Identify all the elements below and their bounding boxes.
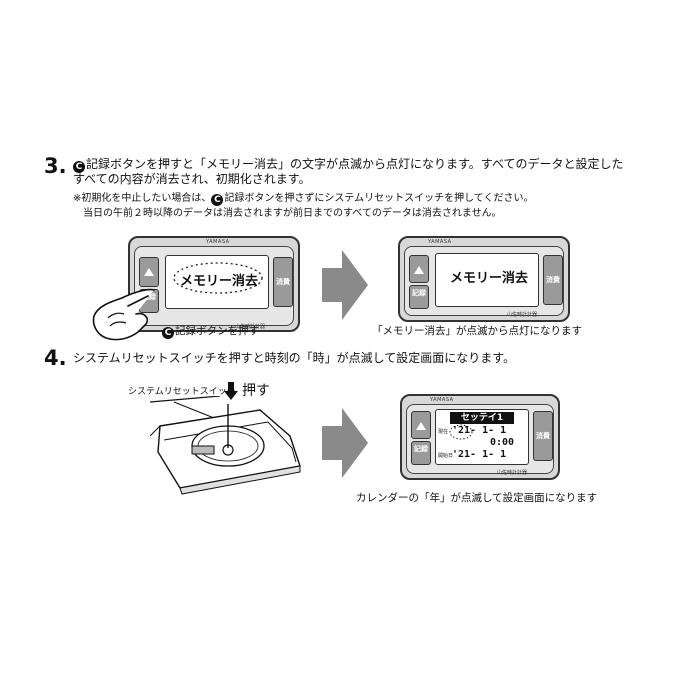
up-button [139, 257, 159, 287]
step3-line2: すべての内容が消去され、初期化されます。 [73, 172, 311, 186]
brand-label: YAMASA [430, 397, 454, 403]
side-button: 消費 [543, 255, 563, 305]
caption-right: 「メモリー消去」が点滅から点灯になります [372, 325, 582, 337]
side-label: 消費 [276, 278, 290, 286]
display-text: メモリー消去 [450, 271, 529, 286]
record-label: 記録 [414, 445, 428, 453]
side-button: 消費 [273, 257, 293, 307]
lcd-screen: メモリー消去 [165, 255, 269, 309]
c-icon: C [211, 194, 224, 206]
up-arrow-icon [414, 266, 424, 274]
lcd-screen: メモリー消去 [435, 253, 539, 307]
row1-label: 現在 [438, 429, 449, 435]
up-arrow-icon [416, 422, 426, 430]
device-illustration-a: YAMASA 記録 メモリー消去 山佐時計計器 消費 [128, 236, 300, 332]
device-face: 記録 メモリー消去 山佐時計計器 消費 [134, 246, 294, 330]
blink-rays-icon [449, 424, 473, 440]
down-arrow-icon [224, 382, 238, 400]
step4-line1: システムリセットスイッチを押すと時刻の「時」が点滅して設定画面になります。 [73, 351, 516, 365]
row2-value: 0:00 [490, 437, 515, 448]
record-label: 記録 [142, 293, 156, 301]
brand-label: YAMASA [428, 239, 452, 245]
record-button: 記録 [409, 285, 429, 309]
step3-note2: 当日の午前２時以降のデータは消去されますが前日までのすべてのデータは消去されませ… [83, 208, 502, 219]
lcd-screen: セッテイ1 現在 '21- 1- 1 0:00 開始日 '21- 1- 1 [435, 409, 529, 465]
device-face: 記録 セッテイ1 現在 '21- 1- 1 0:00 開始日 '21- 1- 1… [406, 404, 554, 476]
up-arrow-icon [144, 268, 154, 276]
record-label: 記録 [412, 289, 426, 297]
side-button: 消費 [533, 411, 553, 461]
up-button [411, 411, 431, 439]
step3-number: 3. [44, 154, 67, 178]
push-label: 押す [242, 383, 270, 399]
device-illustration-b: YAMASA 記録 メモリー消去 山佐時計計器 消費 [398, 236, 570, 322]
sub-logo: 山佐時計計器 [507, 312, 538, 318]
caption-step4: カレンダーの「年」が点滅して設定画面になります [356, 492, 598, 504]
row1-value: '21- 1- 1 [452, 425, 507, 436]
sub-logo: 山佐時計計器 [497, 470, 528, 476]
display-header: セッテイ1 [450, 412, 514, 424]
blink-rays-icon [173, 262, 263, 294]
row3-label: 開始日 [438, 453, 454, 459]
device-illustration-c: YAMASA 記録 セッテイ1 現在 '21- 1- 1 0:00 開始日 '2… [400, 394, 560, 480]
next-arrow-icon [322, 408, 368, 478]
brand-label: YAMASA [206, 239, 230, 245]
device-back-illustration [150, 396, 301, 495]
hand-icon [92, 288, 155, 341]
next-arrow-icon [322, 250, 368, 320]
c-icon: C [73, 161, 85, 173]
c-icon: C [162, 327, 174, 339]
switch-label: システムリセットスイッチ [128, 387, 236, 397]
row3-value: '21- 1- 1 [452, 449, 507, 460]
step4-number: 4. [44, 346, 67, 370]
device-face: 記録 メモリー消去 山佐時計計器 消費 [404, 246, 564, 318]
display-text: メモリー消去 [180, 274, 259, 289]
side-label: 消費 [546, 276, 560, 284]
up-button [409, 255, 429, 283]
side-label: 消費 [536, 432, 550, 440]
sub-logo: 山佐時計計器 [235, 324, 266, 330]
record-button: 記録 [411, 441, 431, 465]
